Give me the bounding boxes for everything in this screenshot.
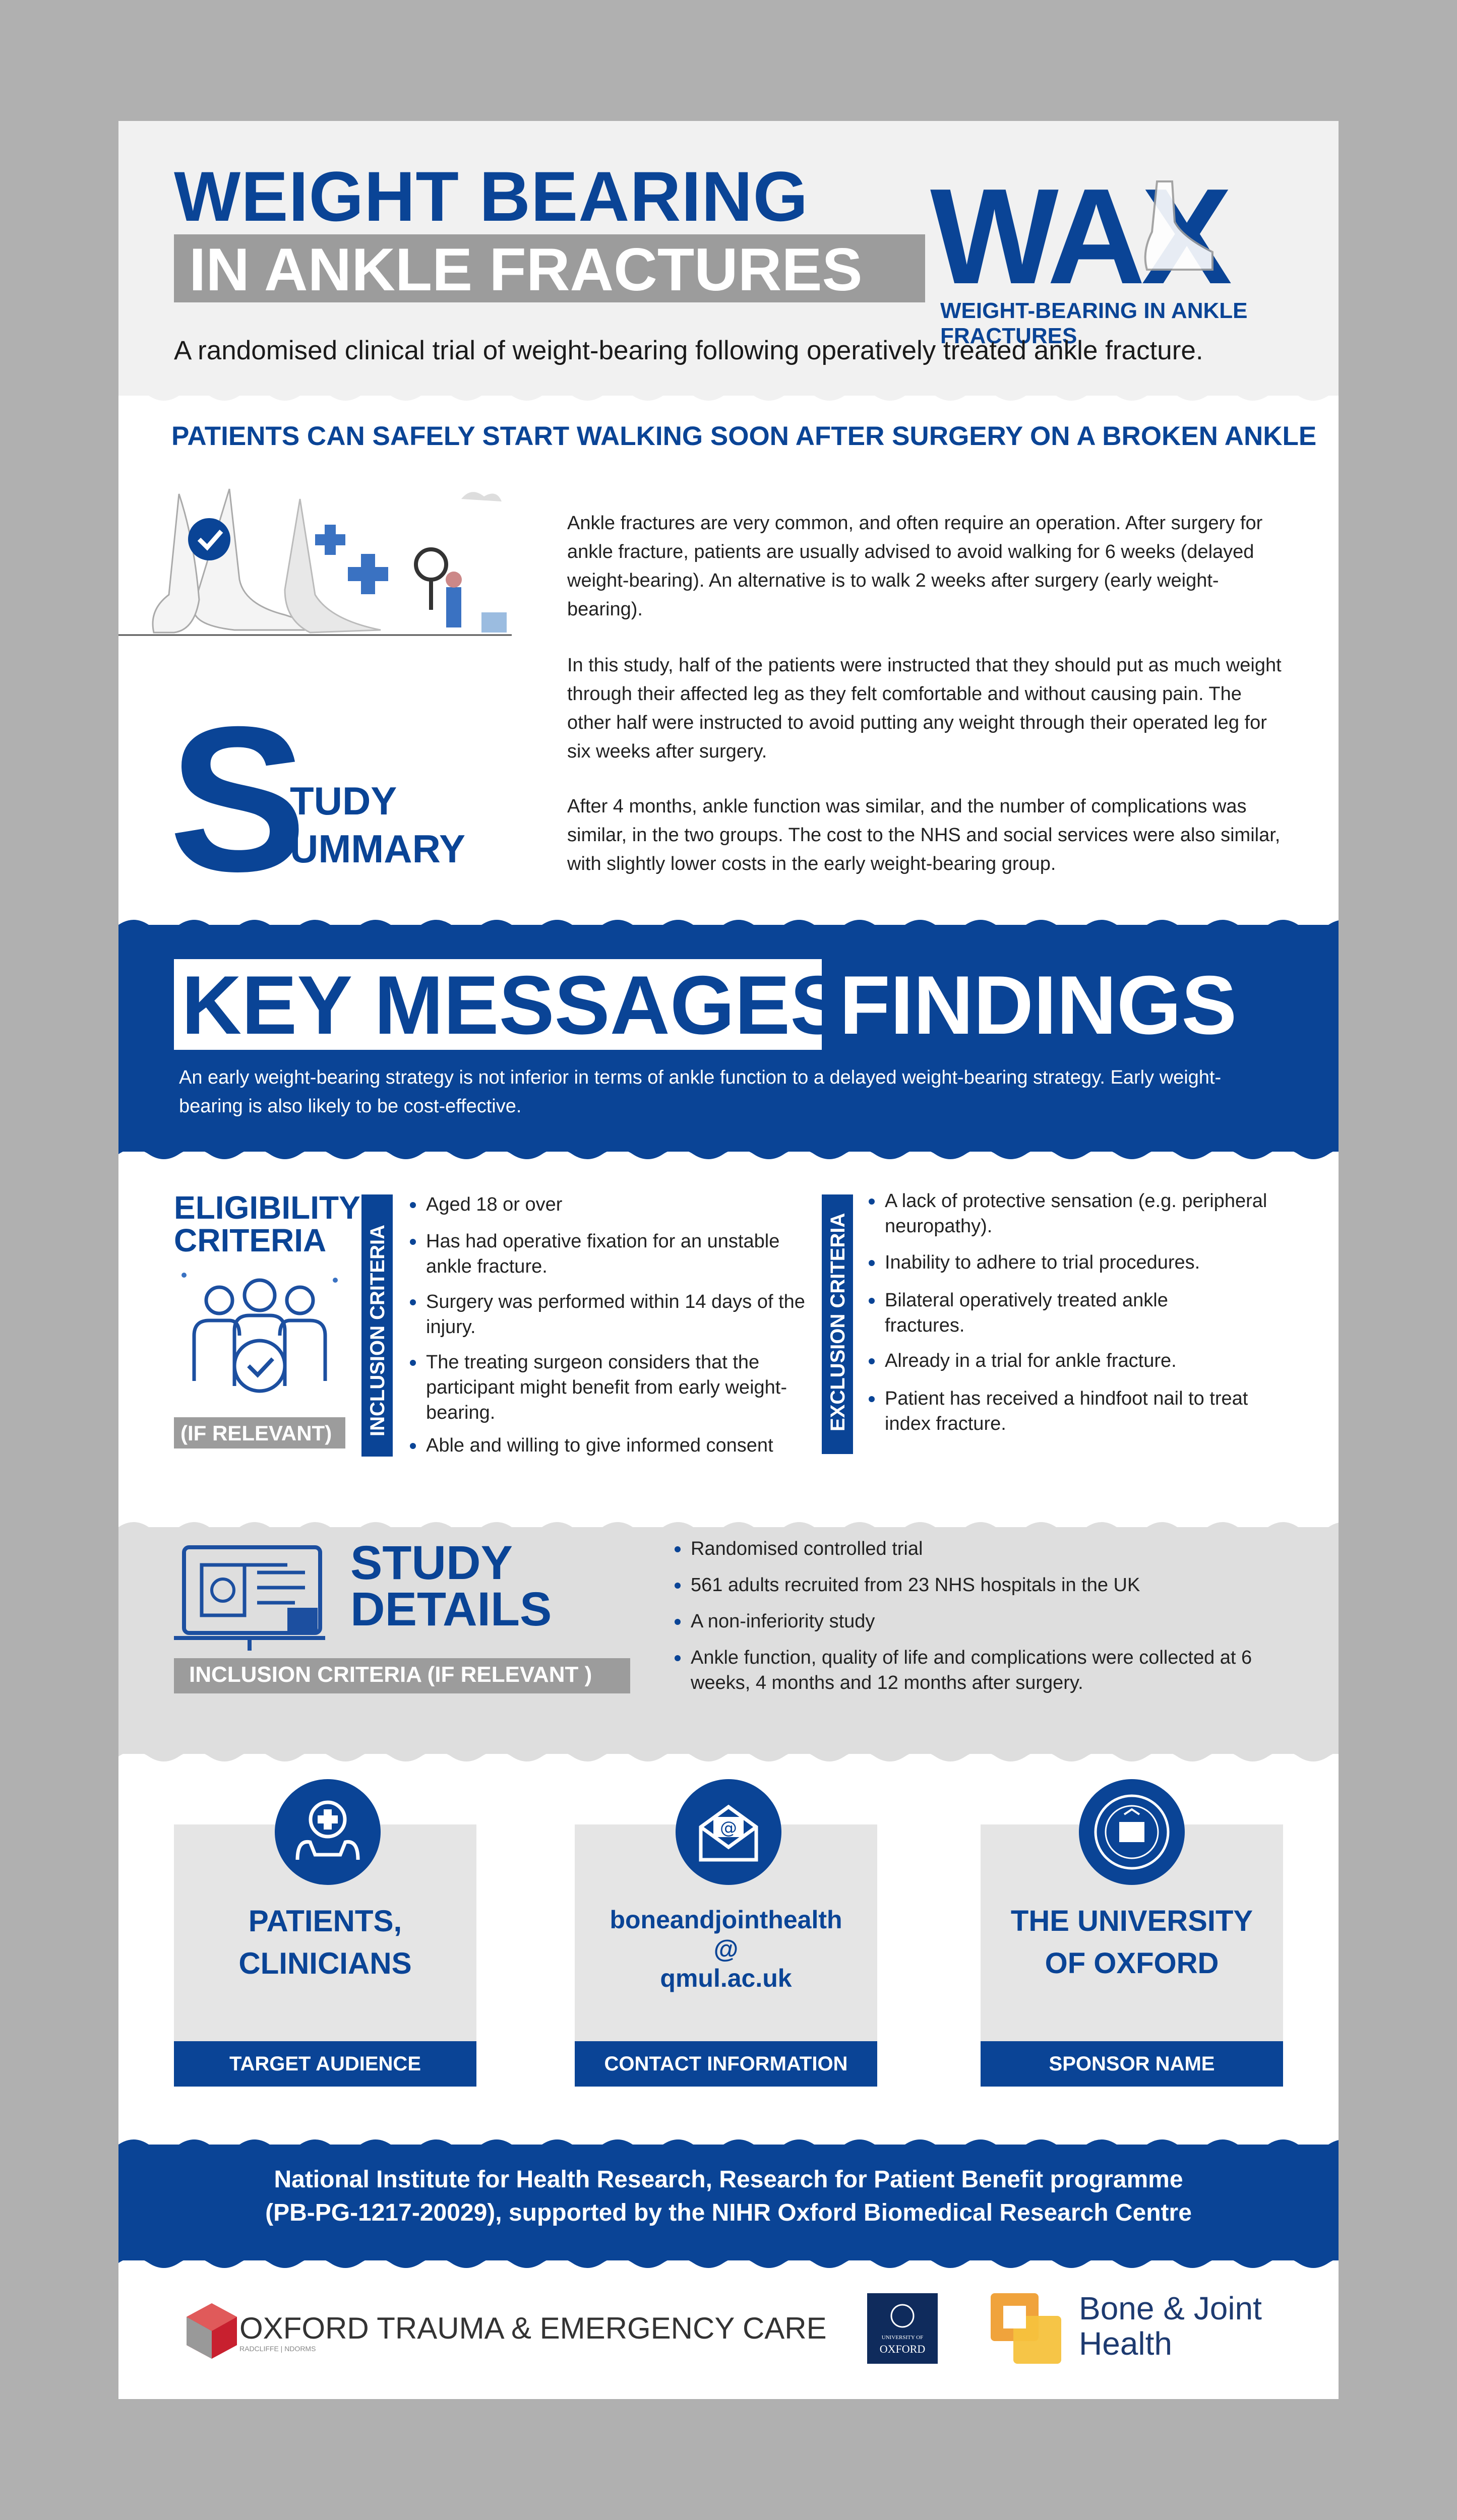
oxford-trauma-logo-subtext: RADCLIFFE | NDORMS xyxy=(239,2345,316,2353)
group-check-icon xyxy=(181,1273,338,1393)
contact-email-part: @ xyxy=(713,1935,739,1963)
inclusion-item: Has had operative fixation for an unstab… xyxy=(410,1229,809,1279)
bone-joint-health-logo-icon xyxy=(991,2293,1061,2364)
funding-text-2: (PB-PG-1217-20029), supported by the NIH… xyxy=(265,2199,1192,2226)
wax-logo-subtitle: WEIGHT-BEARING IN ANKLE FRACTURES xyxy=(940,298,1248,348)
inclusion-criteria-badge-label: INCLUSION CRITERIA (IF RELEVANT ) xyxy=(189,1662,592,1687)
contact-email-part: qmul.ac.uk xyxy=(660,1964,792,1992)
key-messages-title: KEY MESSAGES xyxy=(181,959,846,1051)
bone-joint-health-logo-text: Bone & Joint xyxy=(1079,2290,1262,2326)
eligibility-title-2: CRITERIA xyxy=(174,1222,327,1258)
study-detail-item: 561 adults recruited from 23 NHS hospita… xyxy=(675,1572,1296,1598)
wave-divider xyxy=(118,1746,1339,1761)
study-detail-item: Randomised controlled trial xyxy=(675,1536,1296,1561)
exclusion-item: A lack of protective sensation (e.g. per… xyxy=(869,1188,1288,1239)
study-detail-item: A non-inferiority study xyxy=(675,1609,1296,1634)
target-audience-card: PATIENTS, CLINICIANS TARGET AUDIENCE xyxy=(174,1824,476,2087)
oxford-trauma-logo-icon xyxy=(187,2303,237,2359)
inclusion-item: The treating surgeon considers that the … xyxy=(410,1350,809,1425)
summary-paragraph: In this study, half of the patients were… xyxy=(567,655,1282,762)
inclusion-criteria-badge xyxy=(174,1658,630,1693)
exclusion-criteria-band xyxy=(822,1194,853,1454)
study-details-title-2: DETAILS xyxy=(350,1583,552,1636)
wave-divider xyxy=(118,1144,1339,1159)
card-line: CLINICIANS xyxy=(238,1946,412,1980)
summary-headline: PATIENTS CAN SAFELY START WALKING SOON A… xyxy=(171,421,1317,451)
exclusion-item: Already in a trial for ankle fracture. xyxy=(869,1348,1288,1373)
wave-divider xyxy=(118,1522,1339,1537)
oxford-logo-text-a: UNIVERSITY OF xyxy=(881,2335,924,2341)
exclusion-criteria-label: EXCLUSION CRITERIA xyxy=(827,1213,849,1431)
card-footer-label: SPONSOR NAME xyxy=(981,2041,1283,2087)
inclusion-criteria-band xyxy=(361,1194,393,1457)
monitor-book-icon xyxy=(174,1545,325,1651)
study-summary-big-letter: S xyxy=(169,683,307,914)
ankle-illustration-icon xyxy=(118,488,512,636)
card-line: PATIENTS, xyxy=(248,1904,402,1938)
wave-divider xyxy=(118,2253,1339,2268)
summary-paragraph: Ankle fractures are very common, and oft… xyxy=(567,513,1263,620)
foot-skeleton-icon xyxy=(1144,180,1213,271)
inclusion-criteria-label: INCLUSION CRITERIA xyxy=(367,1225,389,1436)
university-of-oxford-logo xyxy=(867,2293,938,2364)
summary-paragraph: After 4 months, ankle function was simil… xyxy=(567,796,1281,874)
key-messages-box xyxy=(174,959,822,1050)
if-relevant-label: (IF RELEVANT) xyxy=(180,1421,332,1445)
email-envelope-icon: @ xyxy=(676,1779,781,1885)
if-relevant-badge xyxy=(174,1417,345,1448)
tagline: A randomised clinical trial of weight-be… xyxy=(174,336,1203,365)
oxford-logo-text-b: OXFORD xyxy=(879,2343,926,2355)
funding-band xyxy=(118,2145,1339,2260)
card-line: OF OXFORD xyxy=(1045,1947,1219,1980)
exclusion-item: Bilateral operatively treated ankle frac… xyxy=(869,1288,1238,1338)
svg-text:@: @ xyxy=(720,1818,737,1838)
key-messages-text: An early weight-bearing strategy is not … xyxy=(179,1067,1222,1117)
card-footer-label: TARGET AUDIENCE xyxy=(174,2041,476,2087)
wave-divider xyxy=(118,386,1339,401)
findings-title: FINDINGS xyxy=(839,959,1237,1051)
card-line: THE UNIVERSITY xyxy=(1010,1905,1253,1937)
bone-joint-health-logo-text: Health xyxy=(1079,2325,1172,2362)
study-detail-item: Ankle function, quality of life and comp… xyxy=(675,1645,1270,1695)
contact-email-part: boneandjointhealth xyxy=(610,1906,842,1934)
oxford-crest-icon xyxy=(1079,1779,1185,1885)
wave-divider xyxy=(118,2139,1339,2155)
patient-clinician-icon xyxy=(275,1779,381,1885)
eligibility-title-1: ELIGIBILITY xyxy=(174,1189,360,1226)
title-line-1: WEIGHT BEARING xyxy=(174,157,809,236)
card-footer-label: CONTACT INFORMATION xyxy=(575,2041,877,2087)
study-summary-word-1: TUDY xyxy=(290,779,397,823)
inclusion-item: Surgery was performed within 14 days of … xyxy=(410,1289,809,1340)
inclusion-item: Able and willing to give informed consen… xyxy=(410,1433,809,1458)
infographic-poster: WEIGHT BEARING IN ANKLE FRACTURES WAX WE… xyxy=(118,121,1339,2399)
study-details-title-1: STUDY xyxy=(350,1536,513,1590)
wave-divider xyxy=(118,920,1339,935)
inclusion-item: Aged 18 or over xyxy=(410,1192,809,1217)
exclusion-item: Inability to adhere to trial procedures. xyxy=(869,1250,1288,1275)
title-line-2: IN ANKLE FRACTURES xyxy=(189,236,863,303)
study-summary-word-2: UMMARY xyxy=(290,827,466,871)
oxford-trauma-logo-text: OXFORD TRAUMA & EMERGENCY CARE xyxy=(239,2311,827,2345)
title-line-2-box xyxy=(174,234,925,302)
exclusion-item: Patient has received a hindfoot nail to … xyxy=(869,1386,1268,1436)
funding-text-1: National Institute for Health Research, … xyxy=(274,2166,1183,2193)
